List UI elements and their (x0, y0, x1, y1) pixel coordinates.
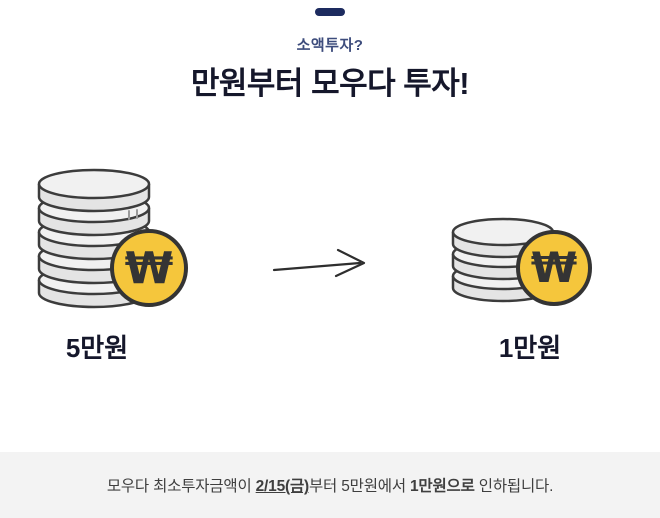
notice-middle: 부터 5만원에서 (309, 478, 410, 495)
before-amount-label: 5만원 (65, 333, 129, 363)
won-coin-icon: ₩ (516, 230, 592, 306)
won-coin-icon: ₩ (110, 229, 188, 307)
coin-stack-after-icon: ₩ (451, 217, 592, 306)
coin (37, 168, 151, 213)
title-accent-dash (315, 8, 345, 16)
notice-date: 2/15(금) (255, 478, 310, 495)
notice-prefix: 모우다 최소투자금액이 (106, 478, 256, 495)
coin-stack-before-icon: ₩ (37, 168, 188, 309)
notice-bar: 모우다 최소투자금액이 2/15(금)부터 5만원에서 1만원으로 인하됩니다. (0, 452, 660, 518)
notice-suffix: 인하됩니다. (474, 478, 554, 495)
eyebrow-label: 소액투자? (296, 37, 364, 54)
won-symbol: ₩ (125, 243, 174, 294)
won-symbol: ₩ (531, 243, 577, 292)
notice-new-amount: 1만원으로 (410, 478, 475, 495)
after-amount-label: 1만원 (498, 333, 562, 363)
notice-text: 모우다 최소투자금액이 2/15(금)부터 5만원에서 1만원으로 인하됩니다. (106, 474, 554, 496)
arrow-right-icon (272, 248, 366, 278)
page-title: 만원부터 모우다 투자! (190, 66, 470, 101)
